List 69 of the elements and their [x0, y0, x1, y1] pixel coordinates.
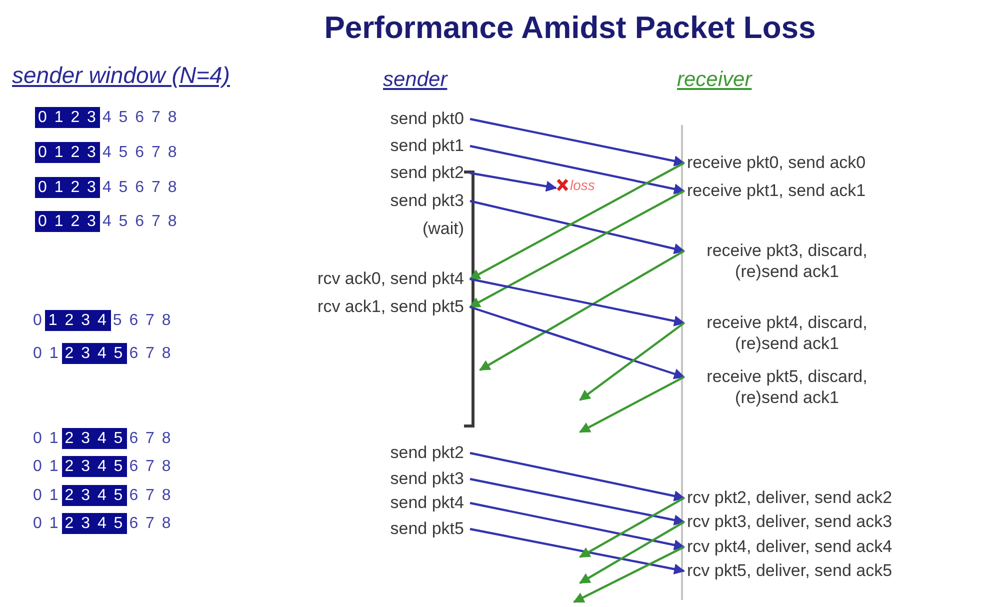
arrow	[579, 497, 685, 558]
event-text: receive pkt0, send ack0	[684, 152, 866, 173]
event-text: send pkt5	[390, 518, 470, 539]
arrow	[479, 250, 685, 371]
arrow	[470, 172, 558, 192]
event-text: receive pkt4, discard, (re)send ack1	[684, 312, 887, 354]
window-highlight: 2 3 4 5	[62, 513, 128, 534]
arrow	[470, 306, 686, 380]
event-text: rcv ack1, send pkt5	[318, 296, 470, 317]
window-highlight: 2 3 4 5	[62, 485, 128, 506]
window-highlight: 1 2 3 4	[45, 310, 111, 331]
sequence-numbers: 4 5 6 7 8	[102, 178, 178, 198]
sequence-numbers: 6 7 8	[129, 457, 172, 477]
sequence-numbers: 6 7 8	[129, 514, 172, 534]
window-highlight: 0 1 2 3	[35, 142, 100, 163]
sequence-numbers: 4 5 6 7 8	[102, 212, 178, 232]
sequence-numbers: 6 7 8	[129, 486, 172, 506]
arrow	[470, 144, 686, 194]
arrow	[470, 118, 686, 166]
column-heading: sender	[383, 68, 448, 92]
event-text: receive pkt3, discard, (re)send ack1	[684, 240, 887, 282]
event-text: send pkt0	[390, 108, 470, 129]
arrow	[573, 546, 684, 603]
event-text: receive pkt5, discard, (re)send ack1	[684, 366, 887, 408]
event-text: rcv ack0, send pkt4	[318, 268, 470, 289]
window-highlight: 2 3 4 5	[62, 343, 128, 364]
window-highlight: 0 1 2 3	[35, 211, 100, 232]
arrow	[469, 190, 685, 308]
arrow	[579, 322, 685, 401]
event-text: rcv pkt2, deliver, send ack2	[684, 487, 892, 508]
sequence-numbers: 0 1	[33, 514, 60, 534]
event-text: send pkt4	[390, 492, 470, 513]
window-highlight: 0 1 2 3	[35, 177, 100, 198]
event-text: send pkt1	[390, 135, 470, 156]
event-text: rcv pkt3, deliver, send ack3	[684, 511, 892, 532]
event-text: receive pkt1, send ack1	[684, 180, 866, 201]
window-highlight: 2 3 4 5	[62, 428, 128, 449]
window-highlight: 0 1 2 3	[35, 107, 100, 128]
sequence-numbers: 0 1	[33, 344, 60, 364]
arrow	[579, 376, 685, 433]
arrow	[470, 452, 686, 502]
sequence-numbers: 0 1	[33, 429, 60, 449]
column-heading: receiver	[677, 68, 752, 92]
sequence-numbers: 6 7 8	[129, 429, 172, 449]
sequence-numbers: 6 7 8	[129, 344, 172, 364]
loss-text: loss	[570, 177, 595, 193]
title: Performance Amidst Packet Loss	[323, 10, 817, 46]
arrow	[470, 528, 686, 574]
arrow	[579, 521, 685, 584]
window-highlight: 2 3 4 5	[62, 456, 128, 477]
event-text: rcv pkt4, deliver, send ack4	[684, 536, 892, 557]
sequence-numbers: 4 5 6 7 8	[102, 108, 178, 128]
arrow	[470, 502, 686, 550]
arrow	[470, 200, 686, 254]
sequence-numbers: 5 6 7 8	[112, 311, 172, 331]
event-text: send pkt3	[390, 468, 470, 489]
event-text: send pkt2	[390, 442, 470, 463]
event-text: rcv pkt5, deliver, send ack5	[684, 560, 892, 581]
sequence-numbers: 0 1	[33, 486, 60, 506]
event-text: send pkt3	[390, 190, 470, 211]
event-text: send pkt2	[390, 162, 470, 183]
sequence-numbers: 0	[33, 311, 44, 331]
column-heading: sender window (N=4)	[12, 62, 230, 89]
arrow	[470, 278, 686, 326]
arrow	[469, 162, 685, 280]
arrow	[470, 478, 686, 526]
sequence-numbers: 0 1	[33, 457, 60, 477]
sequence-numbers: 4 5 6 7 8	[102, 143, 178, 163]
wait-note: (wait)	[422, 218, 464, 239]
